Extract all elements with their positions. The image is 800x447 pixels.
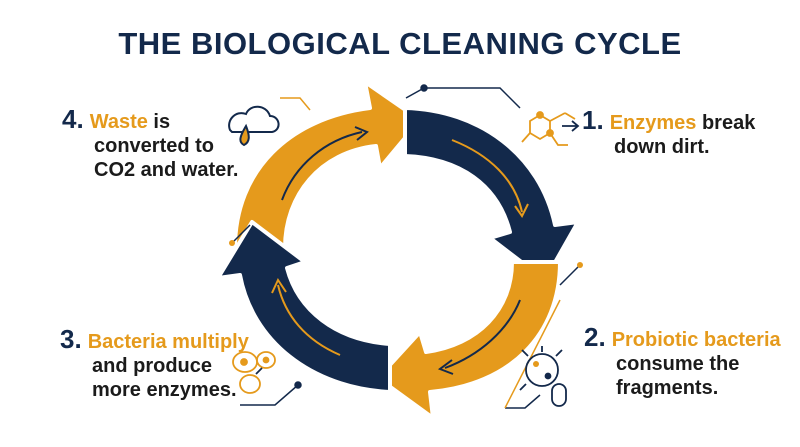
- step-2-highlight: Probiotic bacteria: [611, 329, 781, 351]
- page-title: THE BIOLOGICAL CLEANING CYCLE: [118, 26, 682, 61]
- molecule-icon: [521, 111, 580, 146]
- step-2-line3: fragments.: [616, 377, 719, 399]
- step-4-text: 4.Waste is converted to CO2 and water.: [62, 104, 262, 182]
- step-2-line2: consume the: [616, 353, 740, 375]
- step-1-line2: down dirt.: [614, 136, 710, 158]
- step-1-line1: break: [696, 112, 756, 134]
- bacteria-icon: [519, 346, 567, 407]
- step-3-line2: and produce: [92, 355, 213, 377]
- step-3-text: 3.Bacteria multiply and produce more enz…: [60, 324, 280, 402]
- step-2-text: 2.Probiotic bacteria consume the fragmen…: [584, 322, 794, 400]
- step-3-line3: more enzymes.: [92, 379, 237, 401]
- step-3-number: 3.: [60, 324, 82, 354]
- arrow-bottom-left: [216, 220, 392, 394]
- step-4-line3: CO2 and water.: [94, 159, 239, 181]
- arrow-bottom-right: [376, 260, 562, 420]
- step-1-text: 1.Enzymes break down dirt.: [582, 105, 782, 159]
- inner-arrows: [271, 126, 529, 375]
- arrow-top-right: [403, 106, 580, 282]
- step-3-highlight: Bacteria multiply: [87, 331, 249, 353]
- step-2-number: 2.: [584, 322, 606, 352]
- connector-lines: [229, 84, 583, 409]
- arrow-top-left: [233, 80, 422, 250]
- step-1-number: 1.: [582, 105, 604, 135]
- cell-division-icon: [232, 351, 276, 394]
- step-4-highlight: Waste: [89, 111, 148, 133]
- step-4-number: 4.: [62, 104, 84, 134]
- step-4-line1: is: [147, 111, 171, 133]
- step-1-highlight: Enzymes: [609, 112, 697, 134]
- step-4-line2: converted to: [94, 135, 215, 157]
- cloud-rain-icon: [228, 105, 280, 147]
